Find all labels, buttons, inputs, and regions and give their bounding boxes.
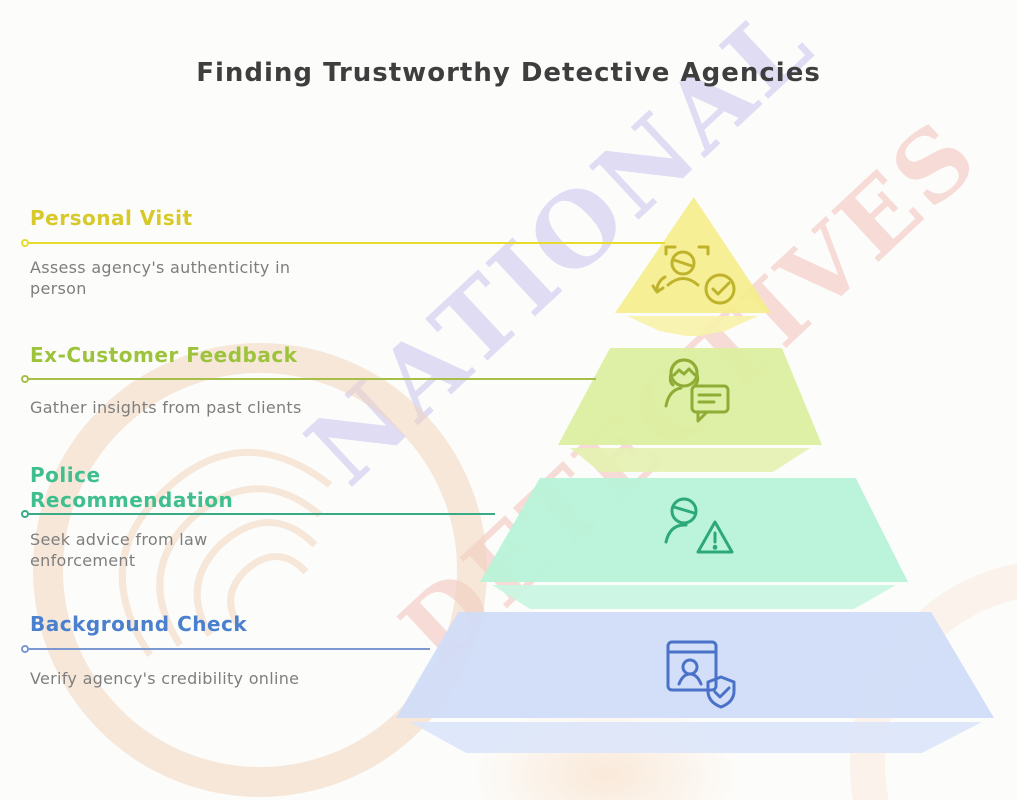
pyramid-level-4-shape [396,612,994,718]
page-title: Finding Trustworthy Detective Agencies [196,58,821,88]
pyramid-level-3-shape [480,478,908,582]
identity-scan-check-icon [650,241,746,309]
connector-dot [21,510,29,518]
connector-line-background-check [21,645,430,653]
connector-line-personal-visit [21,239,665,247]
pyramid-level-2-bevel [570,448,810,472]
level-description-background-check: Verify agency's credibility online [30,669,300,688]
connector-dot [21,239,29,247]
pyramid-level-3-bevel [492,585,896,609]
user-warning-icon [658,496,740,562]
customer-feedback-icon [656,353,736,427]
pyramid-level-2-shape [558,348,822,445]
level-description-ex-customer-feedback: Gather insights from past clients [30,398,302,417]
browser-shield-check-icon [660,636,738,710]
fingerprint-stamp-icon [33,343,487,797]
pyramid-level-1-bevel [627,316,758,336]
pyramid-level-4-bevel [410,722,982,753]
connector-dot [21,645,29,653]
connector-line-ex-customer-feedback [21,375,596,383]
level-heading-ex-customer-feedback: Ex-Customer Feedback [30,343,298,367]
level-heading-background-check: Background Check [30,612,248,636]
connector-line-police-recommendation [21,510,495,518]
level-heading-personal-visit: Personal Visit [30,206,193,230]
connector-dot [21,375,29,383]
level-description-personal-visit: Assess agency's authenticity in person [30,258,291,298]
level-description-police-recommendation: Seek advice from law enforcement [30,530,208,570]
level-heading-police-recommendation: Police Recommendation [30,463,234,512]
